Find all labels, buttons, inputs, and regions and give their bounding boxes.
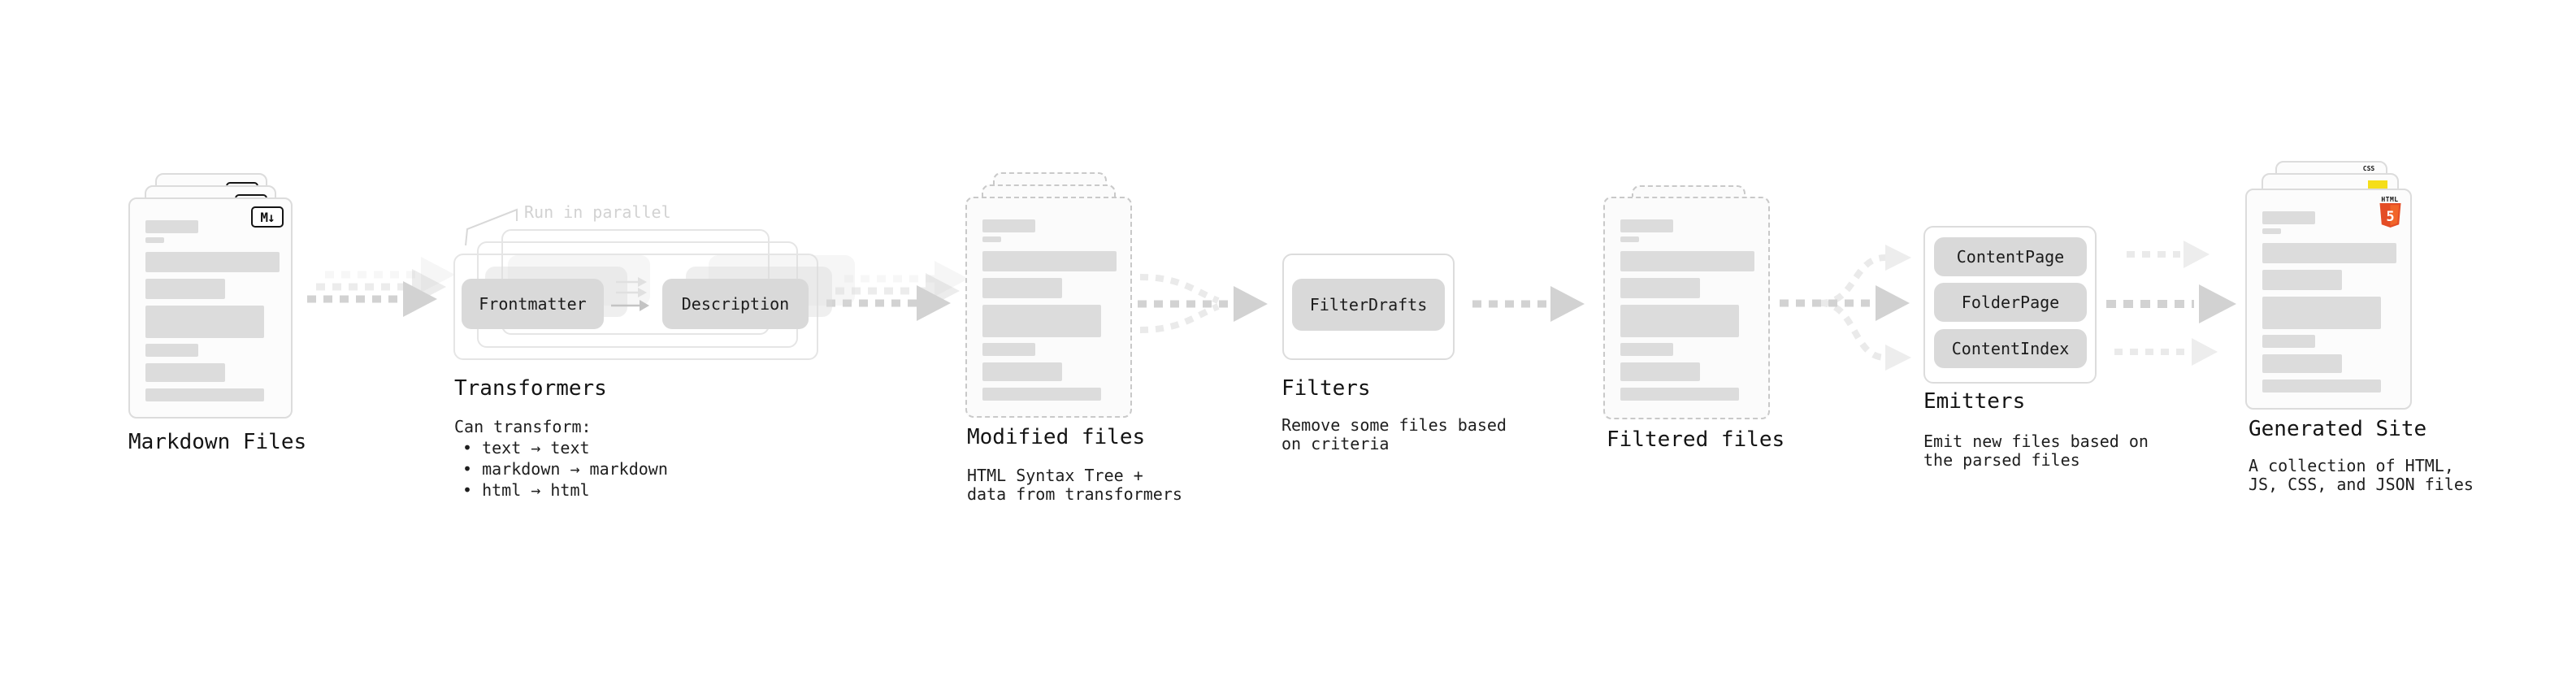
placeholder-bar	[2262, 211, 2315, 224]
html5-label: HTML	[2381, 196, 2399, 203]
markdown-icon: M↓	[251, 206, 284, 228]
modified-files-description: HTML Syntax Tree + data from transformer…	[967, 466, 1182, 504]
emitters-line: the parsed files	[1923, 450, 2080, 470]
transformers-bullet: • text → text	[462, 438, 590, 458]
placeholder-bar	[1620, 236, 1639, 242]
filters-description: Remove some files based on criteria	[1281, 416, 1507, 453]
placeholder-bar	[982, 236, 1001, 242]
placeholder-bar	[1620, 251, 1754, 271]
document-placeholder-lines	[967, 198, 1130, 401]
transformers-line: Can transform:	[454, 417, 592, 436]
css-label: CSS	[2362, 165, 2375, 172]
svg-text:5: 5	[2386, 209, 2394, 225]
placeholder-bar	[982, 362, 1062, 381]
placeholder-bar	[982, 305, 1101, 337]
placeholder-bar	[2262, 270, 2342, 290]
filters-line: Remove some files based	[1281, 415, 1507, 435]
arrow-filtered-to-emitters	[1780, 245, 1911, 371]
placeholder-bar	[145, 252, 280, 272]
markdown-file-card: M↓	[128, 197, 293, 419]
generated-site-card: HTML 5	[2245, 189, 2412, 410]
transformers-description: Can transform: • text → text • markdown …	[454, 416, 668, 501]
emitters-title: Emitters	[1923, 389, 2026, 414]
filters-line: on criteria	[1281, 434, 1390, 453]
filterdrafts-pill: FilterDrafts	[1292, 279, 1445, 331]
generated-line: JS, CSS, and JSON files	[2249, 475, 2474, 494]
placeholder-bar	[145, 279, 225, 299]
placeholder-bar	[2262, 297, 2381, 329]
placeholder-bar	[1620, 362, 1700, 381]
contentpage-pill: ContentPage	[1934, 237, 2087, 276]
document-placeholder-lines	[2247, 190, 2410, 393]
modified-file-card	[965, 197, 1132, 418]
placeholder-bar	[982, 343, 1035, 356]
placeholder-bar	[2262, 228, 2281, 234]
modified-line: HTML Syntax Tree +	[967, 466, 1143, 485]
html5-icon: HTML 5	[2378, 196, 2402, 231]
modified-line: data from transformers	[967, 484, 1182, 504]
transformer-container-front	[453, 254, 818, 360]
placeholder-bar	[1620, 343, 1673, 356]
filters-title: Filters	[1281, 376, 1371, 401]
contentindex-pill: ContentIndex	[1934, 329, 2087, 368]
placeholder-bar	[145, 363, 225, 382]
transformers-bullet: • markdown → markdown	[462, 459, 668, 479]
placeholder-bar	[145, 388, 264, 401]
generated-line: A collection of HTML,	[2249, 456, 2454, 475]
emitters-line: Emit new files based on	[1923, 432, 2149, 451]
transformers-title: Transformers	[454, 376, 607, 401]
placeholder-bar	[145, 237, 164, 243]
placeholder-bar	[2262, 335, 2315, 348]
generated-site-title: Generated Site	[2249, 417, 2427, 441]
placeholder-bar	[1620, 388, 1739, 401]
emitters-description: Emit new files based on the parsed files	[1923, 432, 2149, 470]
markdown-files-title: Markdown Files	[128, 430, 307, 454]
placeholder-bar	[145, 306, 264, 338]
frontmatter-pill: Frontmatter	[462, 279, 604, 329]
document-placeholder-lines	[1605, 198, 1768, 401]
placeholder-bar	[982, 251, 1117, 271]
arrows-emitters-to-generated	[2106, 241, 2236, 366]
placeholder-bar	[145, 220, 198, 233]
arrow-markdown-to-transformers	[307, 257, 455, 317]
placeholder-bar	[1620, 305, 1739, 337]
placeholder-bar	[982, 278, 1062, 298]
transformers-bullet: • html → html	[462, 480, 590, 500]
placeholder-bar	[1620, 219, 1673, 232]
placeholder-bar	[2262, 354, 2342, 373]
placeholder-bar	[1620, 278, 1700, 298]
description-pill: Description	[662, 279, 809, 329]
placeholder-bar	[145, 344, 198, 357]
placeholder-bar	[2262, 243, 2396, 263]
filtered-file-card	[1603, 197, 1770, 419]
placeholder-bar	[2262, 380, 2381, 393]
arrow-filters-to-filtered	[1472, 286, 1585, 322]
modified-files-title: Modified files	[967, 425, 1146, 449]
document-placeholder-lines	[130, 199, 291, 401]
run-in-parallel-note: Run in parallel	[524, 202, 671, 222]
html5-shield: 5	[2379, 203, 2400, 228]
folderpage-pill: FolderPage	[1934, 283, 2087, 322]
arrow-transformers-to-modified	[826, 261, 969, 321]
placeholder-bar	[982, 388, 1101, 401]
placeholder-bar	[982, 219, 1035, 232]
arrow-modified-to-filters	[1138, 274, 1268, 333]
generated-site-description: A collection of HTML, JS, CSS, and JSON …	[2249, 457, 2474, 494]
run-in-parallel-callout-line	[465, 208, 518, 246]
filtered-files-title: Filtered files	[1607, 427, 1785, 452]
